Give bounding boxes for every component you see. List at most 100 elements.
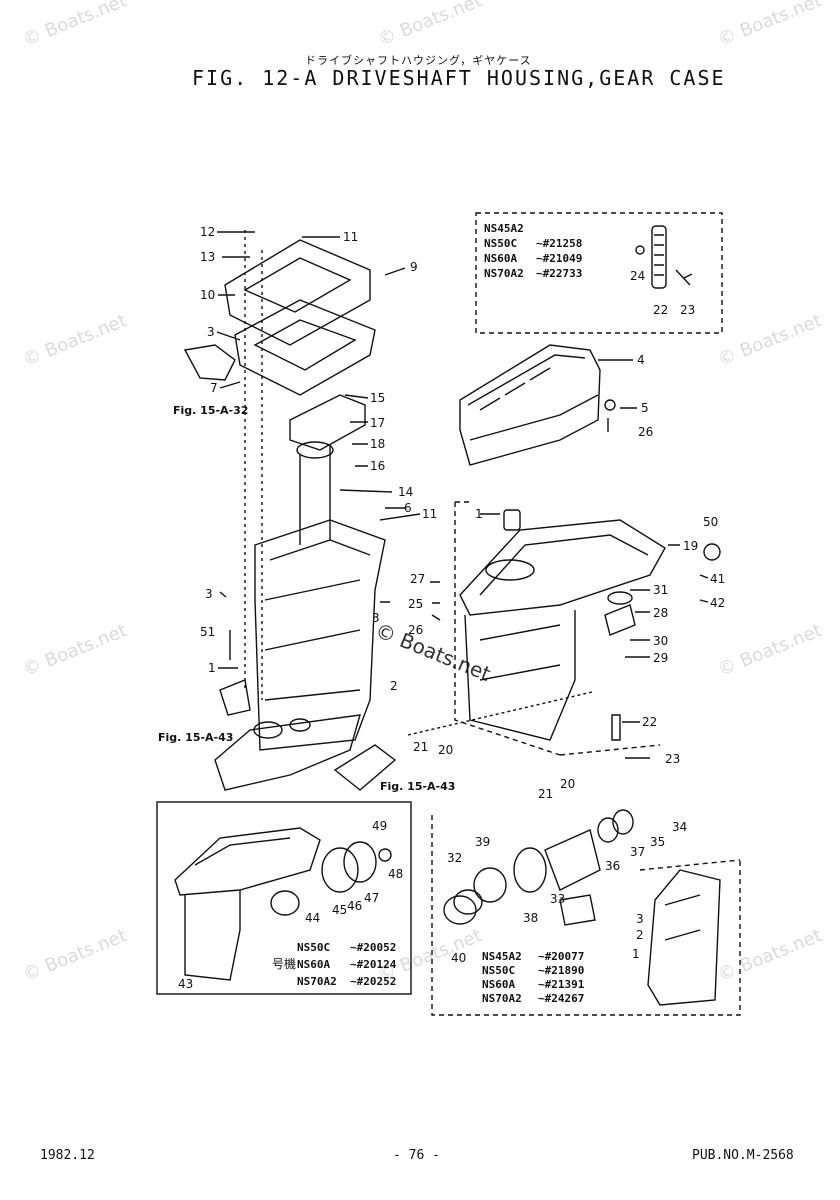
inset-top-model-4: NS70A2 bbox=[484, 267, 524, 280]
inset-right-model-3: NS60A bbox=[482, 978, 515, 991]
inset-left-serial-3: ~#20252 bbox=[350, 975, 396, 988]
part-label: 5 bbox=[641, 401, 649, 415]
anti-cavitation-plate bbox=[214, 714, 361, 791]
part-label: 26 bbox=[638, 425, 653, 439]
part-label: 3 bbox=[372, 611, 380, 625]
inset-left-model-1: NS50C bbox=[297, 941, 330, 954]
part-label: 41 bbox=[710, 572, 725, 586]
part-label: 7 bbox=[210, 381, 218, 395]
part-label: 36 bbox=[605, 859, 620, 873]
part-label: 40 bbox=[451, 951, 466, 965]
part-label: 9 bbox=[410, 260, 418, 274]
page-title: FIG. 12-A DRIVESHAFT HOUSING,GEAR CASE bbox=[192, 66, 726, 90]
part-cover-plate bbox=[333, 744, 397, 791]
part-label: 23 bbox=[665, 752, 680, 766]
part-label: 3 bbox=[636, 912, 644, 926]
part-label: 2 bbox=[636, 928, 644, 942]
part-label: 20 bbox=[438, 743, 453, 757]
part-4-upper-casing bbox=[459, 344, 601, 466]
footer-page-number: - 76 - bbox=[393, 1148, 440, 1163]
part-label: 34 bbox=[672, 820, 687, 834]
part-label: 1 bbox=[475, 507, 483, 521]
part-label: 42 bbox=[710, 596, 725, 610]
inset-right-serial-1: ~#20077 bbox=[538, 950, 584, 963]
part-label: 51 bbox=[200, 625, 215, 639]
part-label: 46 bbox=[347, 899, 362, 913]
part-10-gasket bbox=[224, 239, 371, 346]
part-label: 25 bbox=[408, 597, 423, 611]
part-label: 27 bbox=[410, 572, 425, 586]
part-label: 29 bbox=[653, 651, 668, 665]
part-label: 15 bbox=[370, 391, 385, 405]
inset-left-prefix: 号機 bbox=[272, 956, 296, 971]
japanese-title: ドライブシャフトハウジング，ギヤケース bbox=[305, 54, 532, 67]
part-label: 1 bbox=[208, 661, 216, 675]
inset-box-bottom-left bbox=[156, 801, 412, 995]
part-label: 30 bbox=[653, 634, 668, 648]
inset-top-serial-4: ~#22733 bbox=[536, 267, 582, 280]
part-label: 49 bbox=[372, 819, 387, 833]
part-label: 17 bbox=[370, 416, 385, 430]
part-label: 37 bbox=[630, 845, 645, 859]
part-label: 26 bbox=[408, 623, 423, 637]
gear-case-upper bbox=[459, 519, 666, 616]
part-label: 24 bbox=[630, 269, 645, 283]
part-label: 48 bbox=[388, 867, 403, 881]
part-label: 14 bbox=[398, 485, 413, 499]
part-15-gasket bbox=[289, 394, 366, 451]
inset-top-model-2: NS50C bbox=[484, 237, 517, 250]
gear-case-lower bbox=[464, 610, 576, 741]
inset-right-serial-2: ~#21890 bbox=[538, 964, 584, 977]
part-label: 31 bbox=[653, 583, 668, 597]
inset-top-model-1: NS45A2 bbox=[484, 222, 524, 235]
part-label: 28 bbox=[653, 606, 668, 620]
inset-top-model-3: NS60A bbox=[484, 252, 517, 265]
inset-top-serial-2: ~#21258 bbox=[536, 237, 582, 250]
part-label: 22 bbox=[642, 715, 657, 729]
part-label: 38 bbox=[523, 911, 538, 925]
part-label: 16 bbox=[370, 459, 385, 473]
part-3-plate bbox=[234, 299, 376, 396]
ref-fig-15-a-43-left: Fig. 15-A-43 bbox=[158, 731, 233, 744]
part-label: 11 bbox=[343, 230, 358, 244]
part-label: 50 bbox=[703, 515, 718, 529]
part-label: 33 bbox=[550, 892, 565, 906]
part-label: 6 bbox=[404, 501, 412, 515]
part-label: 21 bbox=[413, 740, 428, 754]
part-label: 12 bbox=[200, 225, 215, 239]
part-label: 47 bbox=[364, 891, 379, 905]
inset-right-serial-3: ~#21391 bbox=[538, 978, 585, 991]
part-label: 18 bbox=[370, 437, 385, 451]
part-label: 3 bbox=[205, 587, 213, 601]
part-label: 23 bbox=[680, 303, 695, 317]
inset-left-serial-1: ~#20052 bbox=[350, 941, 396, 954]
part-label: 3 bbox=[207, 325, 215, 339]
part-label: 22 bbox=[653, 303, 668, 317]
part-label: 21 bbox=[538, 787, 553, 801]
inset-box-top bbox=[475, 212, 723, 334]
inset-left-serial-2: ~#20124 bbox=[350, 958, 397, 971]
footer-publication-number: PUB.NO.M-2568 bbox=[692, 1148, 794, 1163]
inset-right-serial-4: ~#24267 bbox=[538, 992, 584, 1005]
inset-right-model-2: NS50C bbox=[482, 964, 515, 977]
part-label: 45 bbox=[332, 903, 347, 917]
inset-top-serial-3: ~#21049 bbox=[536, 252, 582, 265]
part-14-tube bbox=[299, 445, 331, 545]
part-label: 44 bbox=[305, 911, 320, 925]
part-label: 19 bbox=[683, 539, 698, 553]
part-label: 11 bbox=[422, 507, 437, 521]
part-label: 4 bbox=[637, 353, 645, 367]
part-label: 2 bbox=[390, 679, 398, 693]
part-label: 32 bbox=[447, 851, 462, 865]
part-label: 20 bbox=[560, 777, 575, 791]
part-22-sketch bbox=[651, 225, 667, 289]
inset-left-model-3: NS70A2 bbox=[297, 975, 337, 988]
part-label: 43 bbox=[178, 977, 193, 991]
footer-date: 1982.12 bbox=[40, 1148, 95, 1163]
part-label: 35 bbox=[650, 835, 665, 849]
ref-fig-15-a-43-bottom: Fig. 15-A-43 bbox=[380, 780, 455, 793]
part-label: 1 bbox=[632, 947, 640, 961]
part-label: 13 bbox=[200, 250, 215, 264]
driveshaft-housing-body bbox=[254, 519, 386, 751]
